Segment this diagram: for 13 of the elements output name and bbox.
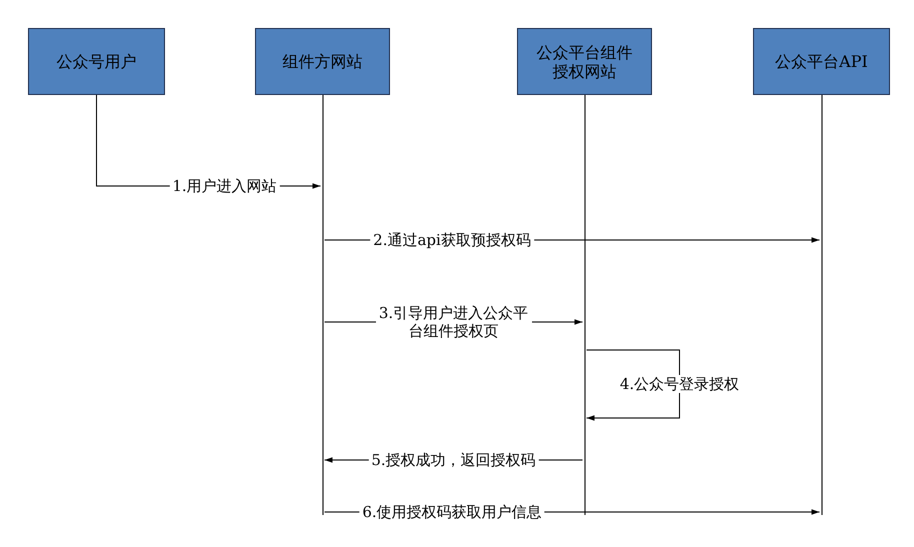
participant-box: 公众平台API: [753, 28, 890, 95]
participant-box: 组件方网站: [255, 28, 390, 95]
lifeline: [582, 95, 586, 515]
participant-box: 公众号用户: [28, 28, 165, 95]
arrow: [586, 350, 680, 421]
edge-label: 1.用户进入网站: [169, 177, 280, 195]
lifeline: [820, 95, 824, 515]
edge-label: 3.引导用户进入公众平台组件授权页: [376, 304, 532, 340]
lifeline: [320, 95, 324, 515]
participant-box: 公众平台组件授权网站: [517, 28, 652, 95]
edge-label: 6.使用授权码获取用户信息: [359, 503, 545, 521]
edge-label: 5.授权成功，返回授权码: [368, 451, 539, 469]
edge-label: 2.通过api获取预授权码: [370, 231, 534, 249]
